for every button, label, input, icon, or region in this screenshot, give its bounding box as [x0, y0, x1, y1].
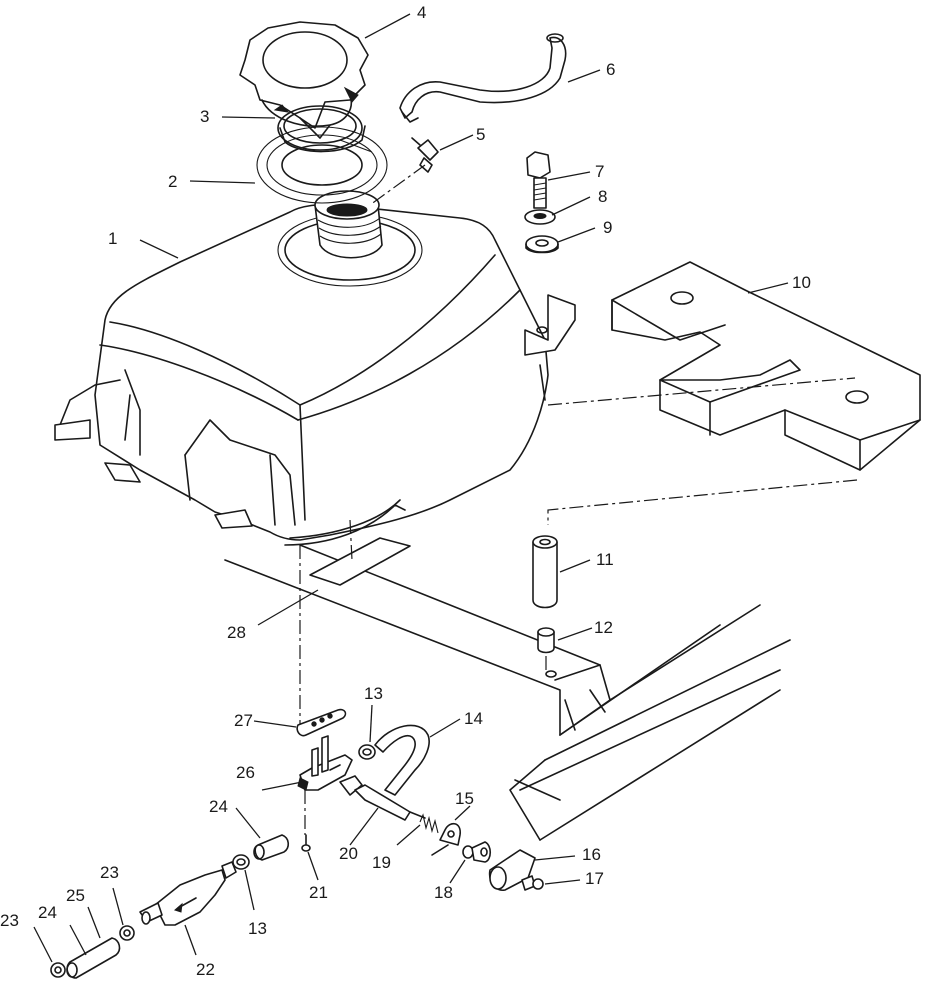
valve-screw	[301, 834, 311, 852]
callout-16: 16	[582, 845, 601, 864]
small-spacer	[462, 841, 492, 863]
petcock-lever	[339, 775, 426, 821]
callout-15: 15	[455, 789, 474, 808]
callout-23-lower: 23	[0, 911, 19, 930]
fuel-valve	[297, 735, 353, 791]
pad-centerline-b	[547, 479, 858, 525]
flat-washer	[525, 235, 559, 254]
callout-23-upper: 23	[100, 863, 119, 882]
short-hose-upper	[253, 834, 290, 861]
frame-rail	[224, 544, 791, 841]
callout-12: 12	[594, 618, 613, 637]
callout-20: 20	[339, 844, 358, 863]
callout-6: 6	[606, 60, 615, 79]
filter-clamp-right	[119, 925, 135, 941]
callout-18: 18	[434, 883, 453, 902]
lock-washer	[524, 209, 556, 225]
filler-ring	[256, 126, 388, 204]
spring	[419, 813, 439, 834]
callout-1: 1	[108, 229, 117, 248]
callout-7: 7	[595, 162, 604, 181]
callout-26: 26	[236, 763, 255, 782]
callout-19: 19	[372, 853, 391, 872]
callout-24-upper: 24	[209, 797, 228, 816]
callout-28: 28	[227, 623, 246, 642]
callout-21: 21	[309, 883, 328, 902]
pad-centerline	[349, 519, 353, 561]
callout-5: 5	[476, 125, 485, 144]
callout-13-lower: 13	[248, 919, 267, 938]
vent-centerline	[369, 164, 426, 206]
callout-2: 2	[168, 172, 177, 191]
pad-centerline-a	[547, 377, 856, 406]
hose-clamp-upper	[358, 744, 376, 760]
knob-screw	[521, 875, 544, 891]
callout-24-lower: 24	[38, 903, 57, 922]
callout-17: 17	[585, 869, 604, 888]
callout-13-upper: 13	[364, 684, 383, 703]
hose-clamp-lower	[232, 854, 250, 870]
tank-pad	[309, 537, 411, 586]
callout-14: 14	[464, 709, 483, 728]
callout-8: 8	[598, 187, 607, 206]
callout-10: 10	[792, 273, 811, 292]
callout-11: 11	[596, 550, 614, 569]
fuel-tank	[54, 190, 576, 546]
leader-lines	[33, 13, 789, 963]
callout-25: 25	[66, 886, 85, 905]
mount-bolt	[526, 151, 551, 209]
lever-bracket	[431, 822, 461, 856]
fuel-hose-bent	[374, 724, 430, 796]
callout-3: 3	[200, 107, 209, 126]
callout-9: 9	[603, 218, 612, 237]
callout-27: 27	[234, 711, 253, 730]
callout-labels: 1 2 3 4 5 6 7 8 9 10 11 12 13 13 14 15 1…	[0, 3, 811, 979]
frame-hole	[545, 670, 557, 678]
vent-fitting	[411, 137, 439, 173]
callout-22: 22	[196, 960, 215, 979]
filter-clamp-left	[50, 962, 66, 978]
valve-plate	[296, 708, 347, 737]
filler-cap	[239, 21, 369, 139]
cap-gasket	[277, 105, 366, 153]
fuel-filter	[139, 861, 237, 926]
spacer-tube	[532, 535, 558, 609]
foam-pad	[611, 261, 921, 471]
grommet	[537, 627, 555, 654]
short-hose-lower	[66, 937, 121, 979]
vent-hose	[399, 33, 567, 123]
callout-4: 4	[417, 3, 426, 22]
